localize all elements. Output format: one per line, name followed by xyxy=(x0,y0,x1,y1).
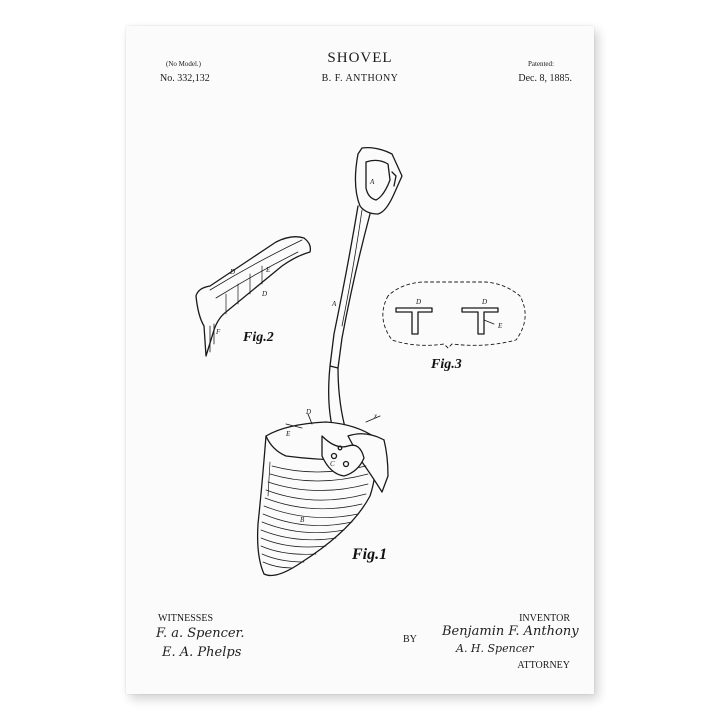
witnesses-label: WITNESSES xyxy=(158,613,213,624)
shovel-handle-shaft xyxy=(328,205,371,439)
part-label-x: x xyxy=(373,412,378,420)
fig3-detail xyxy=(382,281,526,349)
fig1-label: Fig.1 xyxy=(352,546,388,563)
part-label-a-shaft: A xyxy=(331,300,337,308)
patent-sheet: (No Model.) No. 332,132 SHOVEL B. F. ANT… xyxy=(126,26,594,694)
fig2-label: Fig.2 xyxy=(243,330,274,345)
part-label-e-blade: E xyxy=(285,430,291,438)
part-label-c: C xyxy=(330,460,335,468)
inventor-name: B. F. ANTHONY xyxy=(321,73,399,84)
part-label-d-fig3a: D xyxy=(415,298,421,306)
part-label-f-fig2: F xyxy=(215,328,221,336)
part-label-d-blade: D xyxy=(305,408,311,416)
witness-signature-2: E. A. Phelps xyxy=(162,645,242,660)
shovel-handle-grip xyxy=(354,146,403,215)
patent-title: SHOVEL xyxy=(327,50,393,66)
inventor-signature: Benjamin F. Anthony xyxy=(442,624,579,639)
part-label-a-grip: A xyxy=(369,178,375,186)
no-model-note: (No Model.) xyxy=(166,60,201,68)
part-label-d-fig2: D xyxy=(229,268,235,276)
attorney-label: ATTORNEY xyxy=(517,660,570,671)
patented-date: Dec. 8, 1885. xyxy=(518,73,572,84)
shovel-blade xyxy=(256,413,389,577)
patent-number: No. 332,132 xyxy=(160,73,210,84)
fig3-label: Fig.3 xyxy=(431,357,462,372)
part-label-b: B xyxy=(300,516,305,524)
patented-label: Patented: xyxy=(527,60,554,68)
patent-drawing: A A B C D E x D E D F D D E xyxy=(195,146,526,577)
part-label-e-fig2: E xyxy=(265,266,271,274)
fig2-detail xyxy=(195,236,312,357)
part-label-d-fig3b: D xyxy=(481,298,487,306)
by-label: BY xyxy=(403,634,417,645)
witness-signature-1: F. a. Spencer. xyxy=(156,626,245,641)
part-label-d2-fig2: D xyxy=(261,290,267,298)
part-label-e-fig3: E xyxy=(497,322,503,330)
inventor-label: INVENTOR xyxy=(519,613,570,624)
attorney-signature: A. H. Spencer xyxy=(456,642,534,655)
